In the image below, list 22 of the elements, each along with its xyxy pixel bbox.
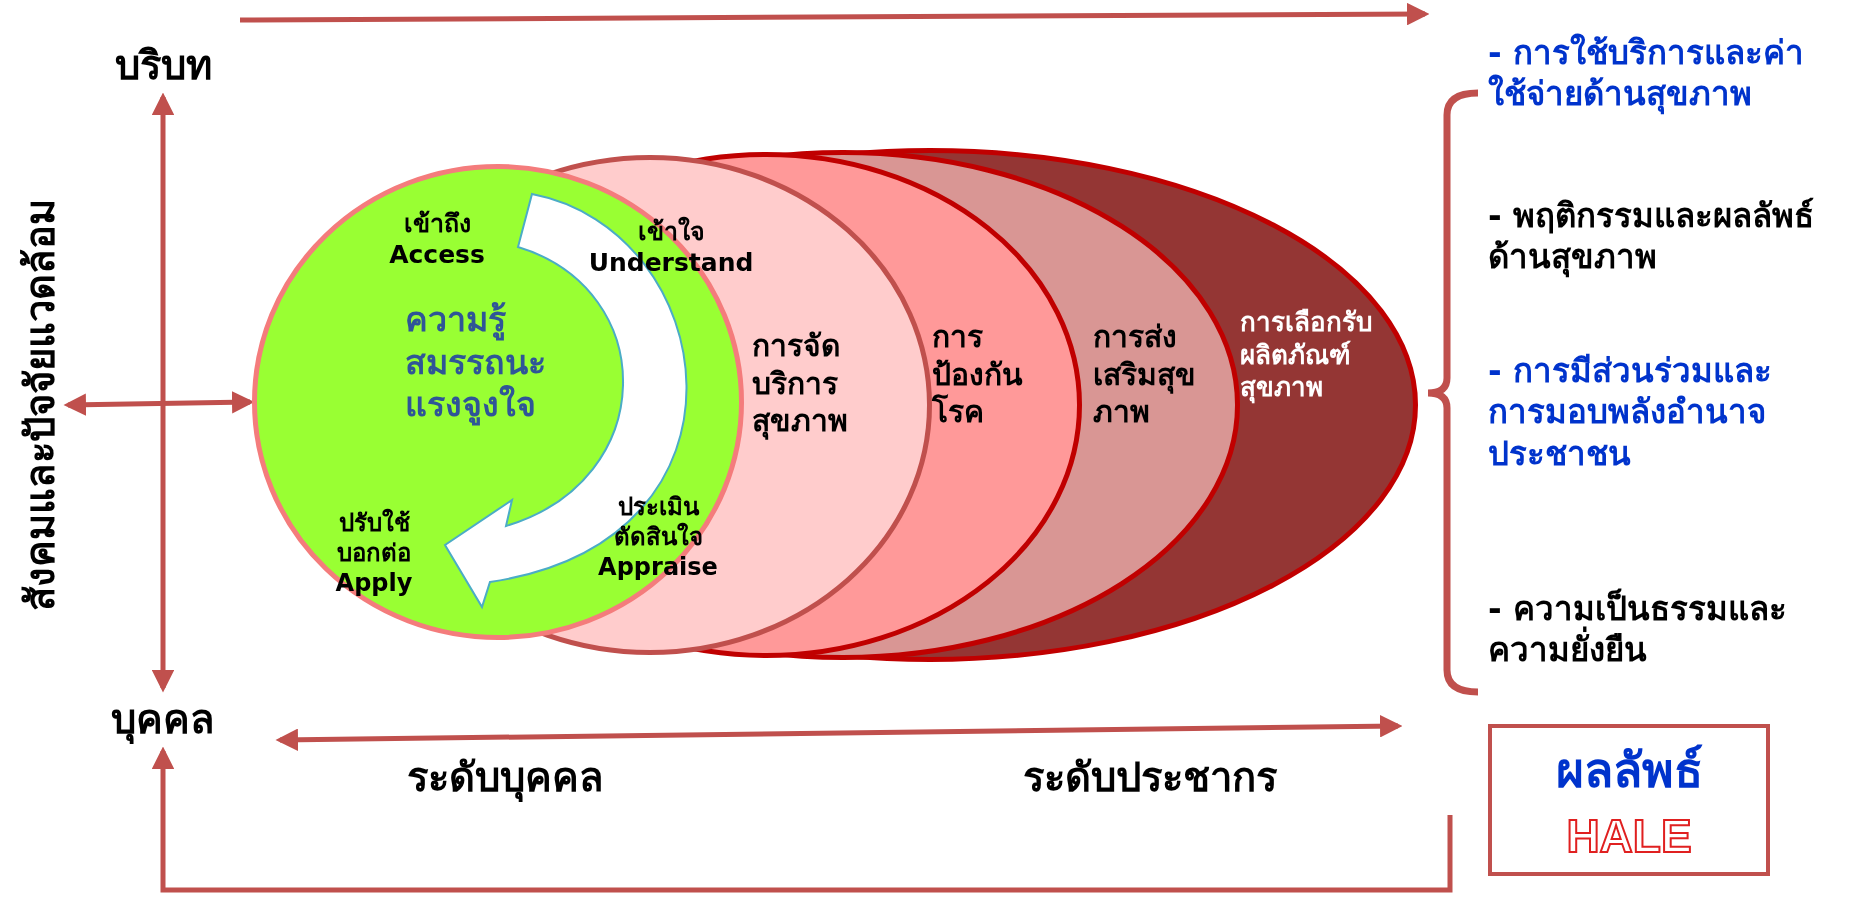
- arrow: [151, 92, 175, 693]
- outcome-item: - การใช้บริการและค่าใช้จ่ายด้านสุขภาพ: [1488, 32, 1806, 115]
- arrow: [151, 746, 1453, 893]
- level-label: ระดับบุคคล: [405, 753, 605, 802]
- outcome-item: - การมีส่วนร่วมและการมอบพลังอำนาจประชาชน: [1488, 350, 1774, 474]
- person-label: บุคคล: [78, 692, 248, 747]
- layer-label: การส่งเสริมสุขภาพ: [1093, 318, 1197, 431]
- hale-text: HALE: [1565, 809, 1693, 864]
- step-label: เข้าถึง Access: [388, 208, 486, 271]
- layer-label: การป้องกันโรค: [932, 318, 1024, 431]
- center-label: ความรู้สมรรถนะแรงจูงใจ: [405, 298, 547, 426]
- layer-label: การเลือกรับผลิตภัณฑ์สุขภาพ: [1240, 306, 1374, 404]
- outcome-title: ผลลัพธ์: [1554, 741, 1704, 800]
- layer-label: การจัดบริการสุขภาพ: [752, 327, 849, 440]
- level-label: ระดับประชากร: [1022, 753, 1278, 802]
- context-label: บริบท: [83, 38, 243, 93]
- outcome-item: - ความเป็นธรรมและความยั่งยืน: [1488, 588, 1789, 671]
- arrow: [63, 391, 255, 416]
- outcome-box: [1488, 724, 1770, 876]
- axis-label: สังคมและปัจจัยแวดล้อม: [14, 150, 66, 660]
- step-label: ปรับใช้บอกต่อ Apply: [334, 508, 414, 598]
- outcome-item: - พฤติกรรมและผลลัพธ์ด้านสุขภาพ: [1488, 195, 1816, 278]
